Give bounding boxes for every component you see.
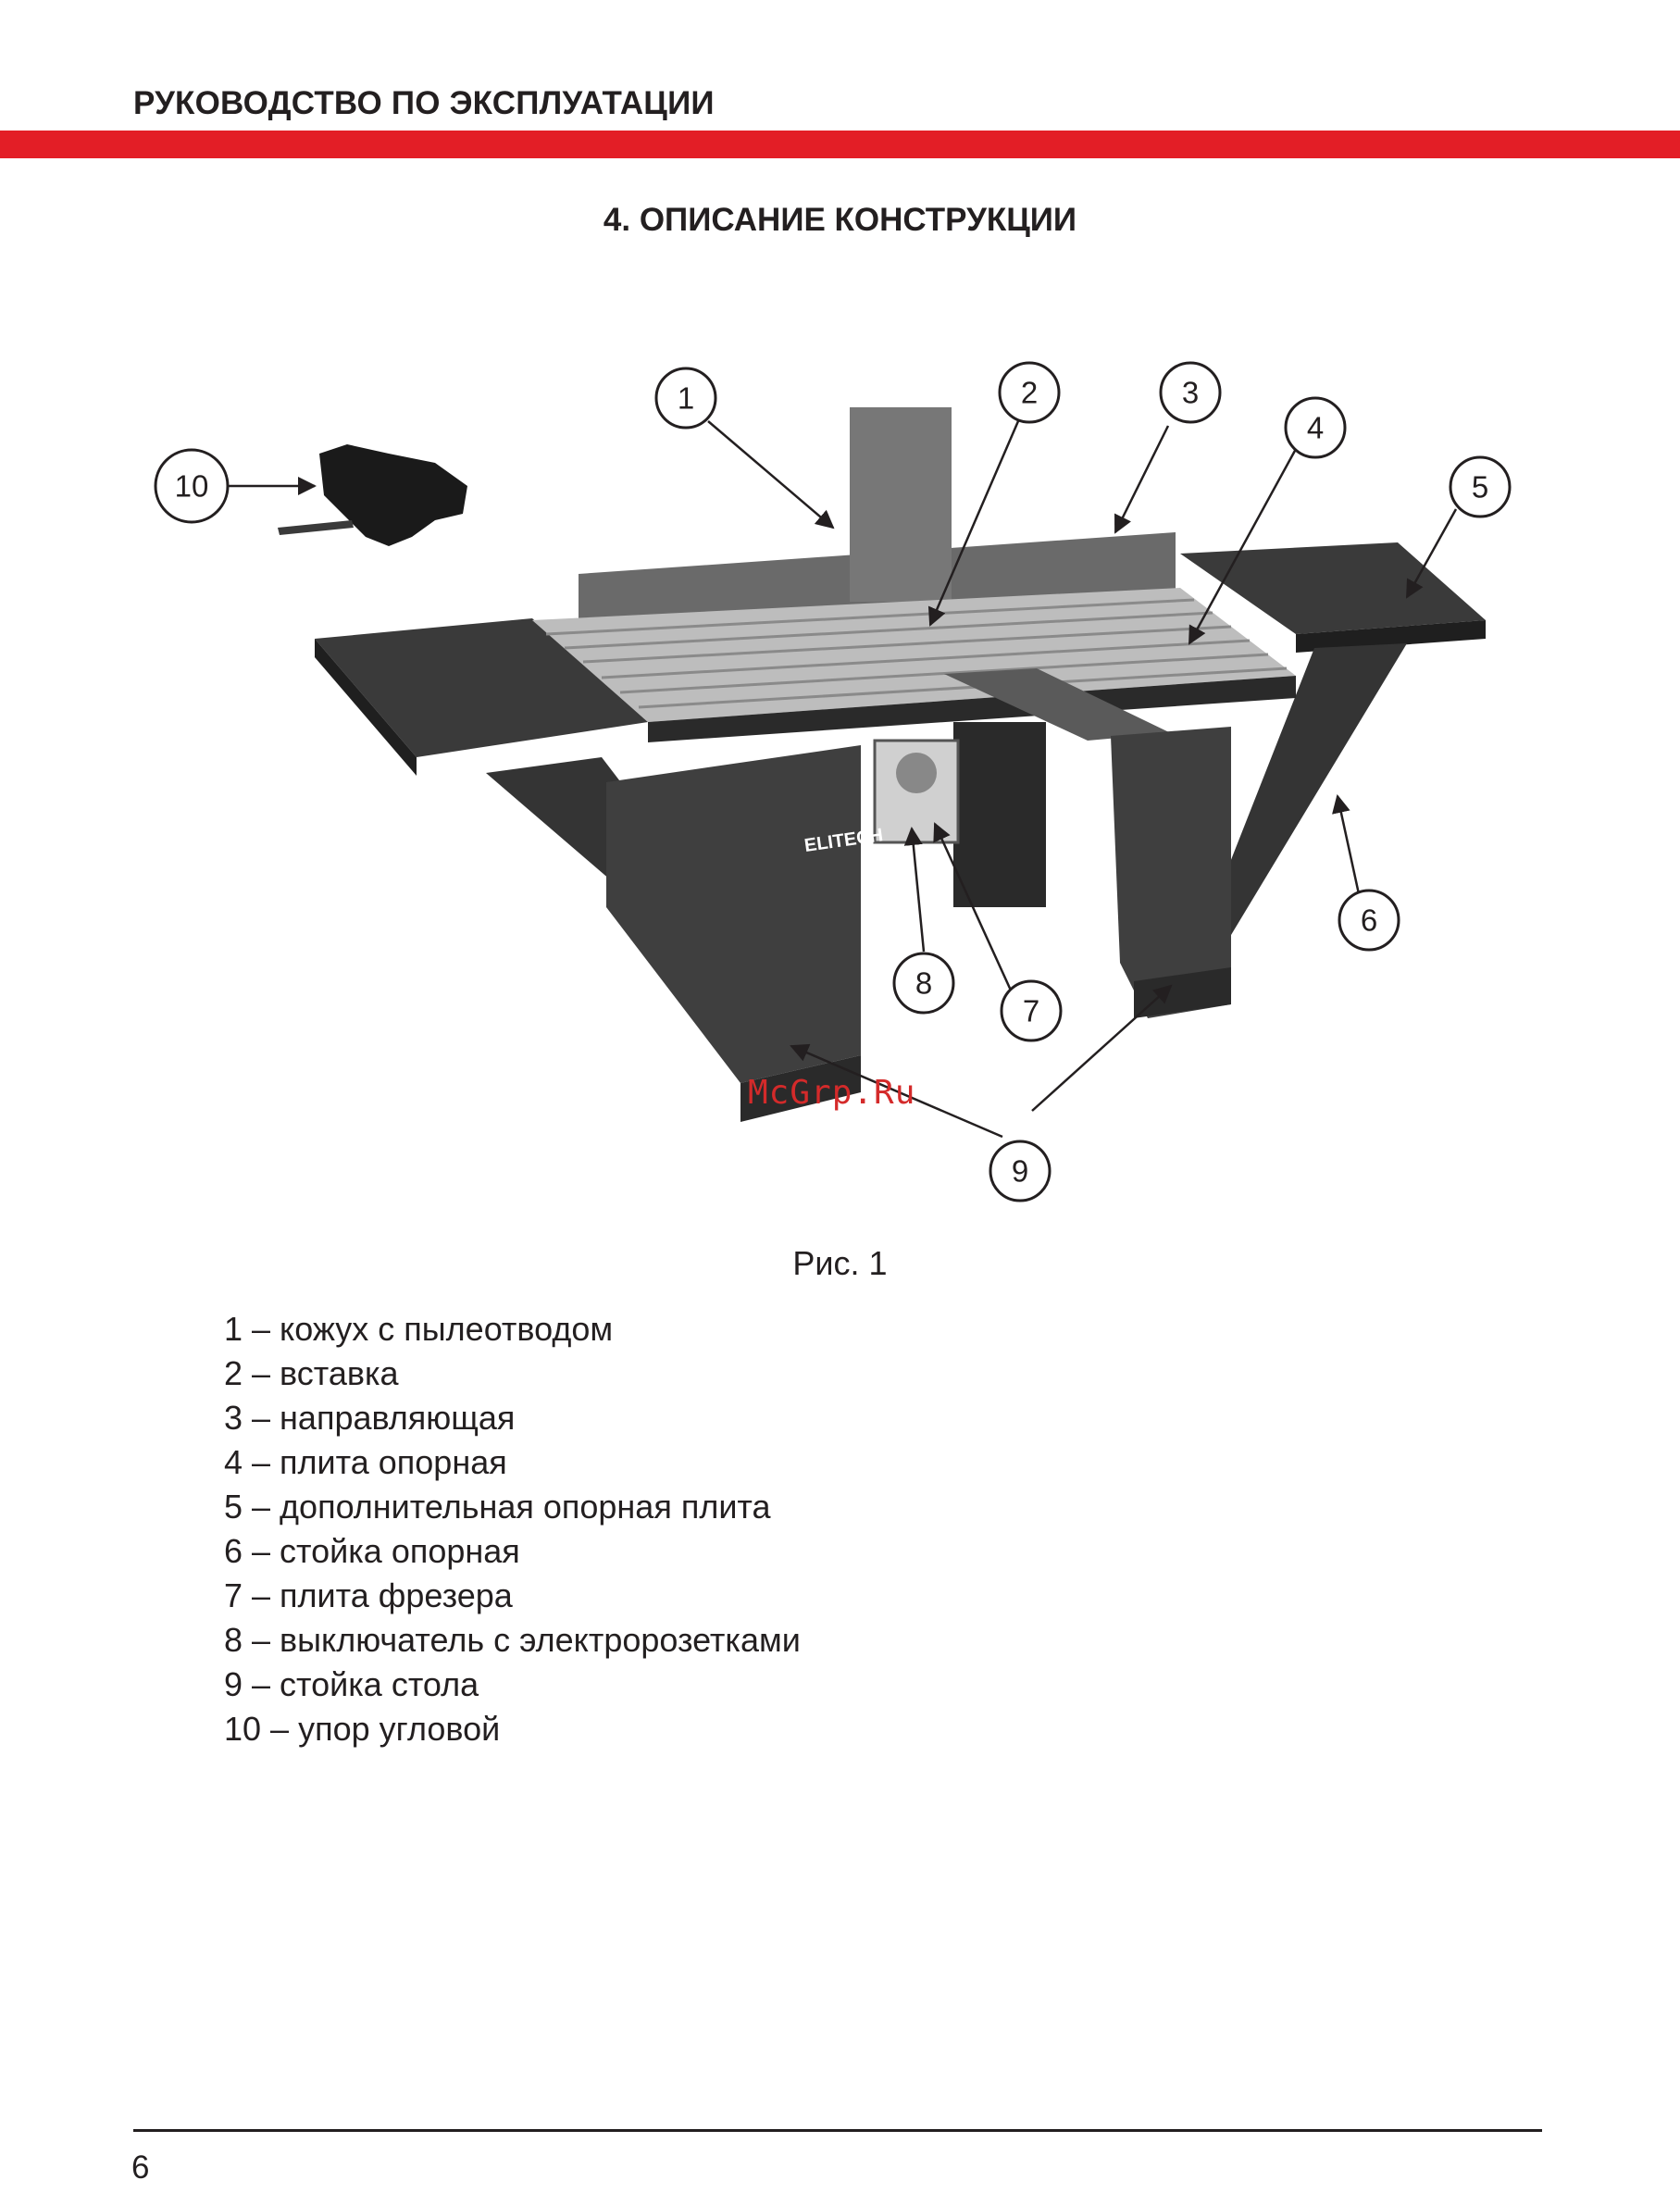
figure-caption: Рис. 1 bbox=[792, 1244, 888, 1282]
router-motor bbox=[953, 722, 1046, 907]
legend-item: 4 – плита опорная bbox=[224, 1443, 507, 1481]
header-title: РУКОВОДСТВО ПО ЭКСПЛУАТАЦИИ bbox=[133, 85, 715, 121]
watermark: McGrp.Ru bbox=[748, 1074, 916, 1112]
right-extension-plate bbox=[1180, 542, 1486, 634]
callout-8: 8 bbox=[915, 966, 932, 1001]
callout-3: 3 bbox=[1182, 376, 1199, 410]
legend-item: 6 – стойка опорная bbox=[224, 1532, 520, 1570]
left-base-leg bbox=[606, 745, 861, 1083]
footer-rule bbox=[133, 2129, 1542, 2132]
callout-4: 4 bbox=[1307, 411, 1324, 445]
callout-1: 1 bbox=[678, 381, 694, 416]
legend-item: 2 – вставка bbox=[224, 1354, 399, 1392]
router-table-illustration: ELITECH 1 bbox=[154, 361, 1512, 1202]
right-support-leg bbox=[1203, 643, 1407, 935]
callout-7: 7 bbox=[1023, 994, 1039, 1028]
callout-2: 2 bbox=[1021, 376, 1038, 410]
callout-10: 10 bbox=[175, 469, 209, 504]
router-table-figure: ELITECH 1 bbox=[0, 315, 1680, 1222]
miter-slide bbox=[944, 668, 1171, 741]
callout-6: 6 bbox=[1361, 903, 1377, 938]
left-extension-plate bbox=[315, 618, 648, 757]
legend-item: 5 – дополнительная опорная плита bbox=[224, 1488, 771, 1526]
right-base-leg bbox=[1111, 727, 1231, 1018]
header-accent-bar bbox=[0, 131, 1680, 158]
legend-item: 9 – стойка стола bbox=[224, 1665, 479, 1703]
callout-circles bbox=[154, 361, 1512, 1202]
parts-legend: 1 – кожух с пылеотводом 2 – вставка 3 – … bbox=[224, 1307, 801, 1751]
legend-item: 7 – плита фрезера bbox=[224, 1576, 513, 1614]
table-slats bbox=[545, 598, 1288, 709]
page-number: 6 bbox=[131, 2149, 150, 2186]
main-table-plate bbox=[532, 588, 1296, 722]
callout-5: 5 bbox=[1472, 470, 1488, 505]
angle-stop-drawing bbox=[278, 444, 467, 546]
legend-item: 3 – направляющая bbox=[224, 1399, 516, 1437]
section-title: 4. ОПИСАНИЕ КОНСТРУКЦИИ bbox=[603, 202, 1077, 238]
callout-9: 9 bbox=[1012, 1154, 1028, 1189]
legend-item: 1 – кожух с пылеотводом bbox=[224, 1310, 614, 1348]
legend-item: 8 – выключатель с электророзетками bbox=[224, 1621, 801, 1659]
legend-item: 10 – упор угловой bbox=[224, 1710, 501, 1748]
